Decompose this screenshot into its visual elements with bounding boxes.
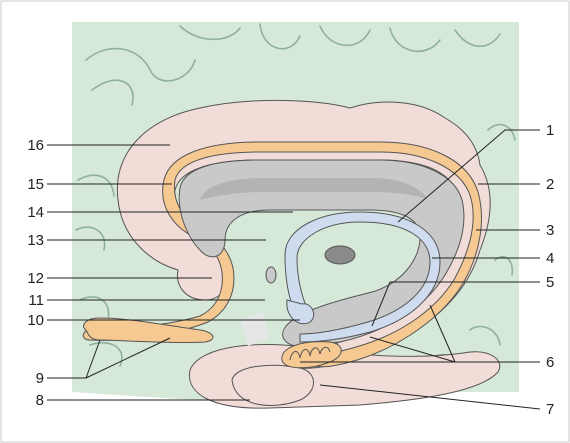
label-4: 4 (546, 250, 554, 267)
label-3: 3 (546, 222, 554, 239)
anterior-commissure (266, 267, 276, 283)
label-15: 15 (27, 176, 44, 193)
label-8-region (232, 365, 314, 405)
label-16: 16 (27, 137, 44, 154)
label-10: 10 (27, 312, 44, 329)
label-8: 8 (36, 392, 44, 409)
label-1: 1 (546, 122, 554, 139)
label-6: 6 (546, 354, 554, 371)
label-11: 11 (28, 292, 44, 309)
label-5: 5 (546, 274, 554, 291)
label-2: 2 (546, 176, 554, 193)
label-9: 9 (36, 370, 44, 387)
label-14: 14 (27, 204, 44, 221)
label-13: 13 (27, 232, 44, 249)
label-12: 12 (27, 270, 44, 287)
label-7: 7 (546, 401, 554, 418)
interthalamic-adhesion (325, 246, 355, 264)
